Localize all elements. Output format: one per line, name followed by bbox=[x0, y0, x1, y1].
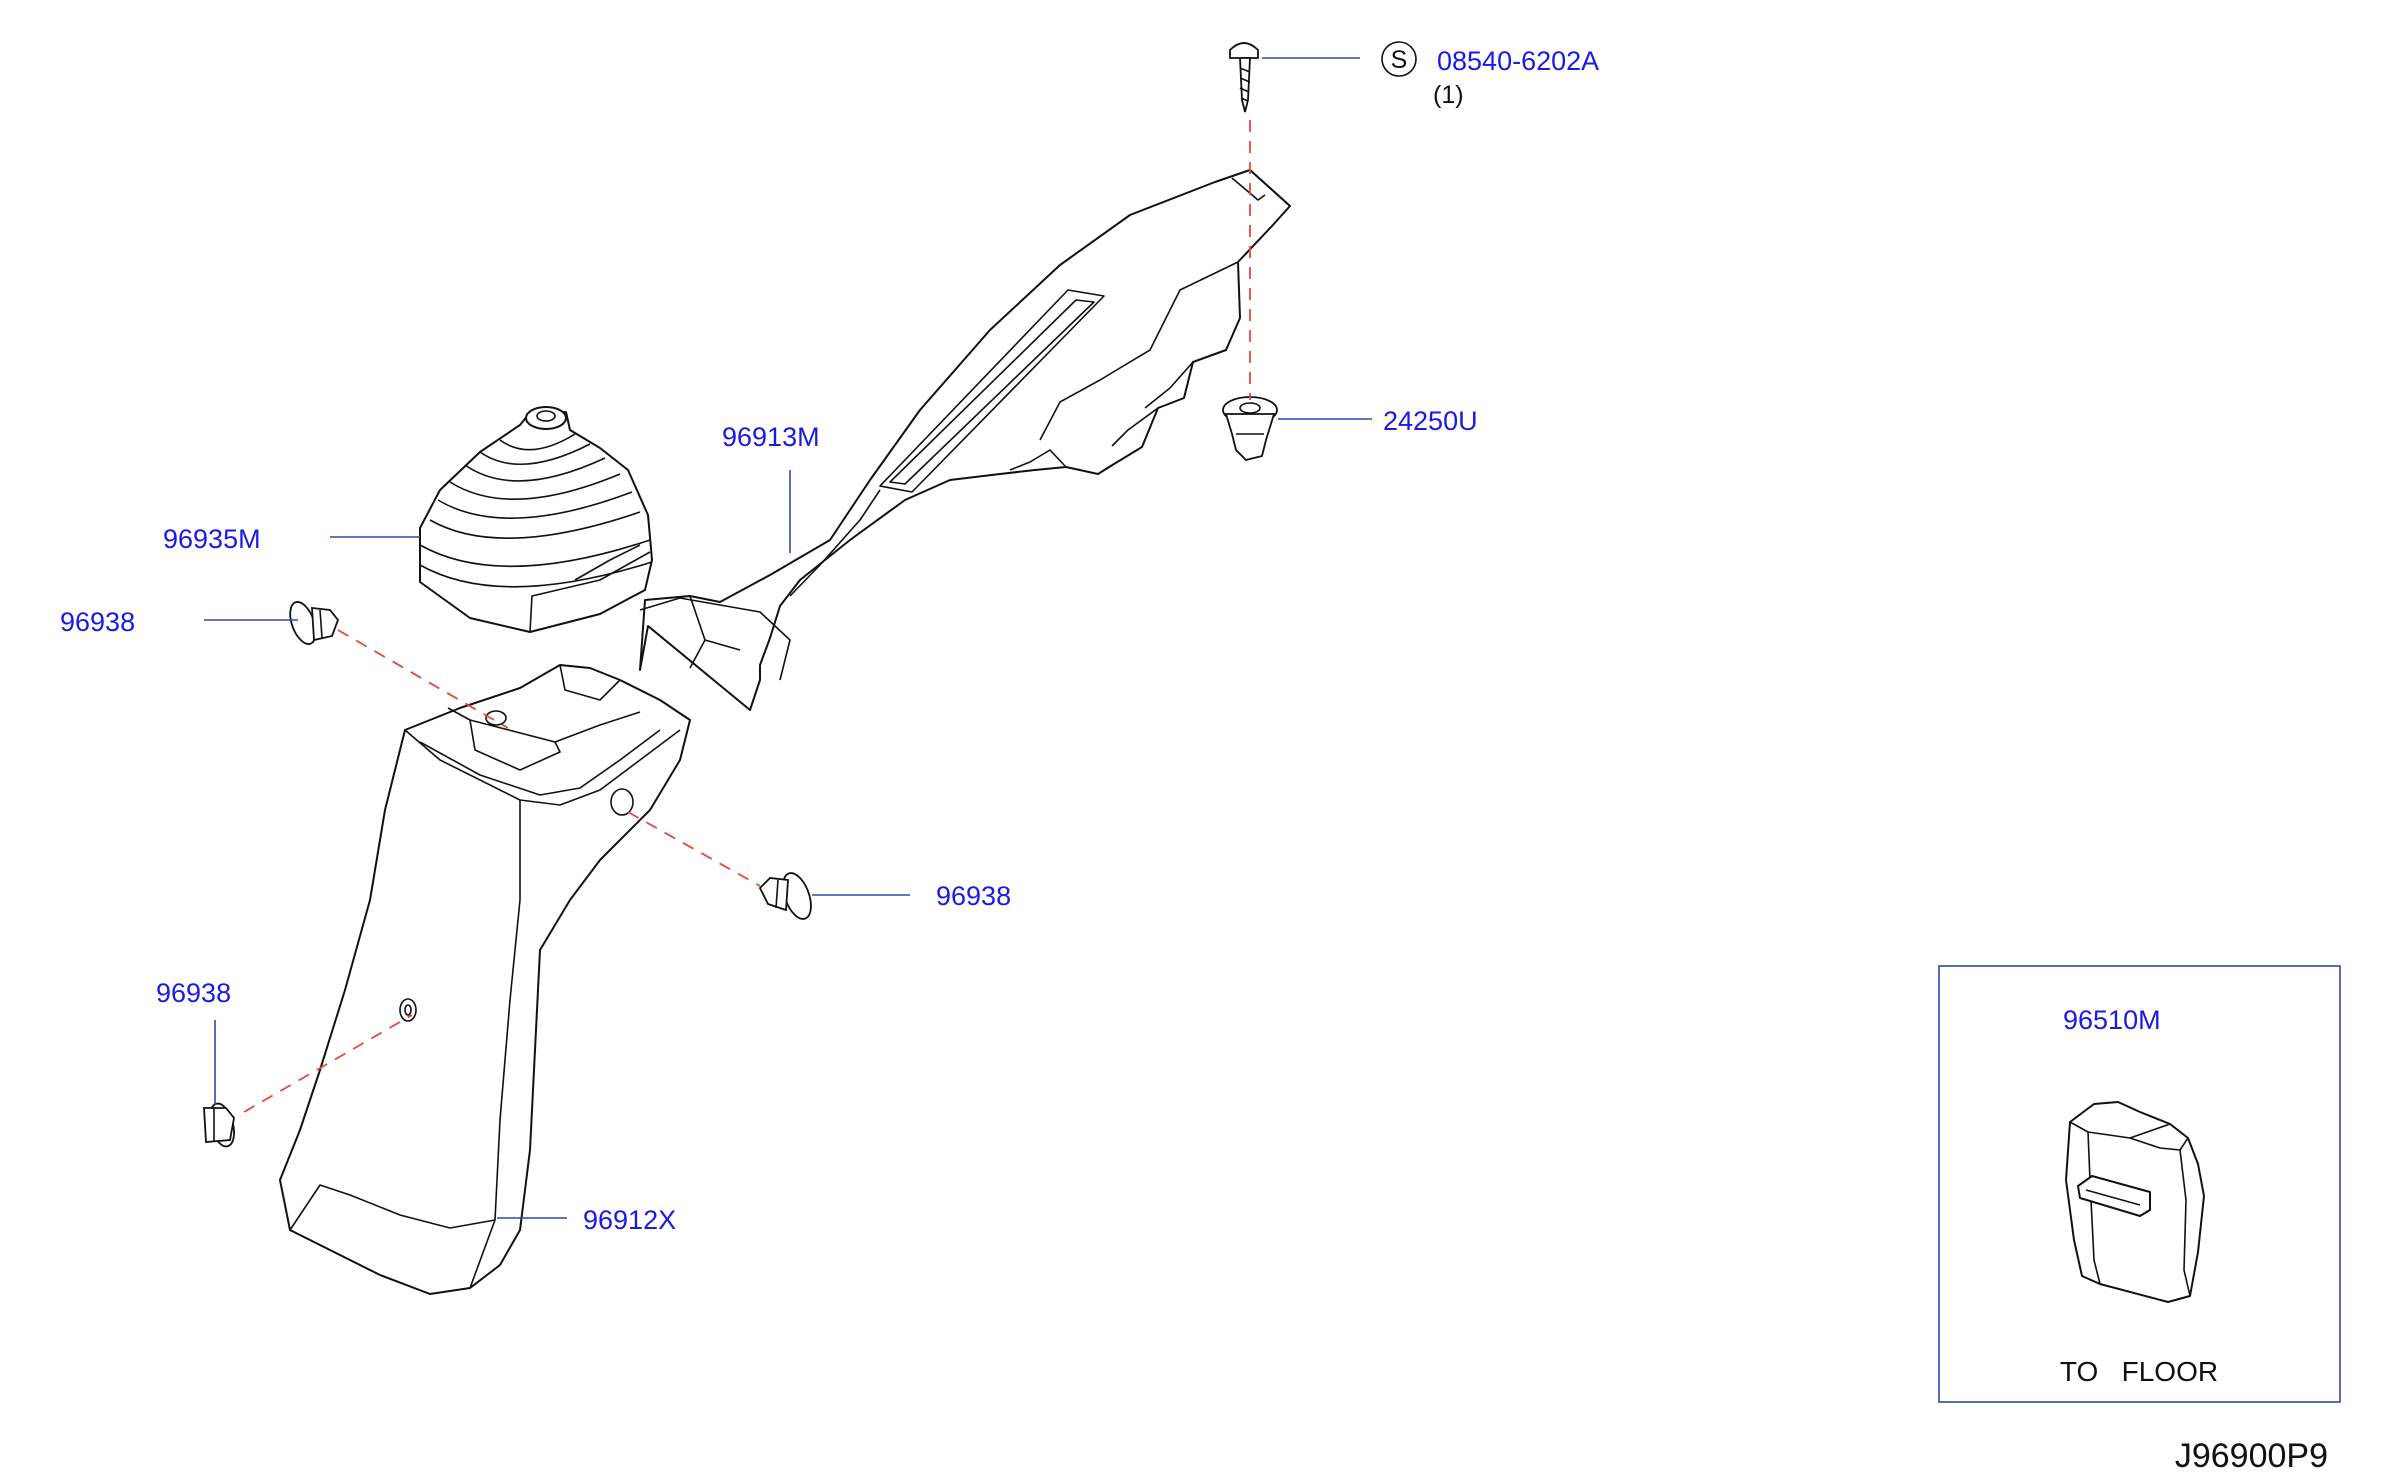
shift-boot bbox=[419, 406, 653, 633]
inset-part-96510M bbox=[2065, 1101, 2205, 1303]
label-96938-middle: 96938 bbox=[936, 881, 1011, 911]
clip-96938-middle bbox=[758, 872, 812, 920]
label-96912X: 96912X bbox=[583, 1205, 676, 1235]
label-08540-6202A: 08540-6202A bbox=[1437, 46, 1599, 76]
inset-caption: TO FLOOR bbox=[2060, 1356, 2218, 1387]
label-24250U: 24250U bbox=[1383, 406, 1478, 436]
label-screw-qty: (1) bbox=[1433, 81, 1464, 109]
screw-symbol: S bbox=[1391, 46, 1408, 74]
label-96935M: 96935M bbox=[163, 524, 261, 554]
screw-08540-6202A bbox=[1229, 42, 1259, 113]
screw-symbol-circle bbox=[1381, 41, 1417, 77]
clip-96938-lower bbox=[203, 1102, 235, 1148]
label-96938-left: 96938 bbox=[60, 607, 135, 637]
label-96510M: 96510M bbox=[2063, 1005, 2161, 1035]
assembly-dash-lines bbox=[243, 120, 1251, 1113]
diagram-code: J96900P9 bbox=[2175, 1437, 2328, 1475]
label-96938-lower: 96938 bbox=[156, 978, 231, 1008]
upper-finisher bbox=[639, 169, 1291, 711]
label-96913M: 96913M bbox=[722, 422, 820, 452]
clip-96938-left bbox=[289, 601, 340, 645]
clip-24250U bbox=[1222, 396, 1278, 461]
inset-panel: 96510M TO FLOOR bbox=[1938, 965, 2341, 1403]
lower-finisher bbox=[279, 664, 691, 1295]
